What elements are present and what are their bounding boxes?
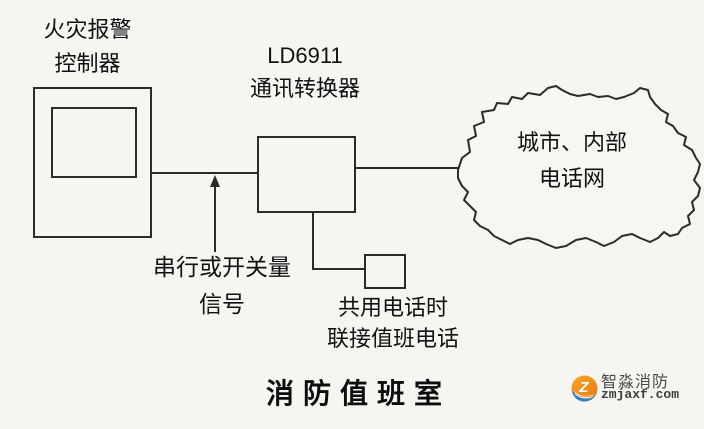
signal-label-line1: 串行或开关量 xyxy=(153,254,291,280)
line-to-phone-box xyxy=(312,268,364,270)
watermark: Z 智淼消防 zmjaxf.com xyxy=(570,367,700,409)
cloud-label-line1: 城市、内部 xyxy=(516,130,627,155)
duty-phone-label-line2: 联接值班电话 xyxy=(326,326,459,351)
converter-label-line2: 通讯转换器 xyxy=(249,76,360,101)
fire-alarm-controller-box xyxy=(33,87,152,238)
diagram-title: 消防值班室 xyxy=(265,378,451,409)
signal-arrow-line xyxy=(214,186,216,252)
zhimiao-logo-icon: Z xyxy=(571,375,598,402)
duty-phone-label-line1: 共用电话时 xyxy=(337,295,448,320)
watermark-brand-text: 智淼消防 xyxy=(601,374,670,391)
converter-label-line1: LD6911 xyxy=(267,43,343,68)
cloud-outline xyxy=(457,85,701,249)
cloud-label-line2: 电话网 xyxy=(538,166,605,191)
duty-phone-label: 共用电话时 联接值班电话 xyxy=(303,292,483,354)
line-converter-to-cloud xyxy=(356,167,464,169)
signal-arrow-up-icon xyxy=(210,175,220,187)
signal-label-line2: 信号 xyxy=(199,291,245,317)
cloud-label: 城市、内部 电话网 xyxy=(492,125,652,197)
controller-label-line1: 火灾报警 xyxy=(43,17,132,42)
line-converter-down xyxy=(312,213,314,270)
ld6911-converter-box xyxy=(257,136,356,213)
controller-label: 火灾报警 控制器 xyxy=(20,13,155,81)
svg-text:Z: Z xyxy=(578,379,589,396)
duty-phone-box xyxy=(364,254,406,289)
controller-label-line2: 控制器 xyxy=(54,51,121,76)
converter-label: LD6911 通讯转换器 xyxy=(225,39,385,105)
telephone-network-cloud xyxy=(457,85,701,249)
watermark-domain-text: zmjaxf.com xyxy=(601,387,680,402)
controller-display-panel xyxy=(51,107,137,178)
signal-label: 串行或开关量 信号 xyxy=(142,249,302,323)
line-controller-to-converter xyxy=(152,172,257,174)
